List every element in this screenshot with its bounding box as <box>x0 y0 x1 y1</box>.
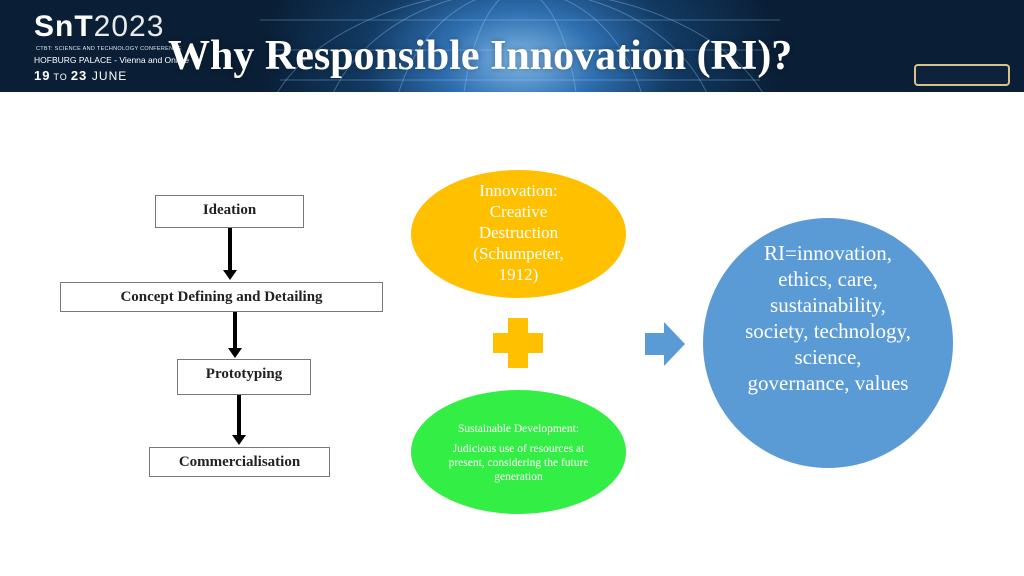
arrow-head-2-icon <box>228 348 242 358</box>
ri-definition-circle: RI=innovation, ethics, care, sustainabil… <box>703 218 953 468</box>
globe-grid-graphic <box>260 0 780 92</box>
right-arrow-head-icon <box>664 322 685 366</box>
logo-month: JUNE <box>91 69 128 83</box>
step-concept: Concept Defining and Detailing <box>60 282 383 312</box>
arrow-head-3-icon <box>232 435 246 445</box>
logo-date-end: 23 <box>70 68 88 83</box>
innovation-ellipse: Innovation: Creative Destruction (Schump… <box>411 170 626 298</box>
step-commercialisation: Commercialisation <box>149 447 330 477</box>
slide-title: Why Responsible Innovation (RI)? <box>168 33 793 79</box>
flow-arrow-2 <box>233 312 237 349</box>
innovation-text: Innovation: Creative Destruction (Schump… <box>473 181 564 284</box>
sustainable-body: Judicious use of resources at present, c… <box>448 443 589 483</box>
sustainable-development-ellipse: Sustainable Development: Judicious use o… <box>411 390 626 514</box>
logo-conference: CTBT: SCIENCE AND TECHNOLOGY CONFERENCE <box>36 46 182 52</box>
logo-brand: SnT2023 <box>34 10 164 44</box>
header-banner: SnT2023 CTBT: SCIENCE AND TECHNOLOGY CON… <box>0 0 1024 92</box>
ri-text: RI=innovation, ethics, care, sustainabil… <box>745 241 911 395</box>
logo-venue: HOFBURG PALACE - Vienna and Online <box>34 55 190 65</box>
flow-arrow-1 <box>228 228 232 270</box>
logo-date-start: 19 <box>34 68 51 83</box>
logo-brand-year: 2023 <box>93 10 165 43</box>
arrow-head-1-icon <box>223 270 237 280</box>
header-frame-button[interactable] <box>914 64 1010 86</box>
logo-date-to: TO <box>53 72 68 82</box>
right-arrow-icon <box>645 333 665 355</box>
conference-logo: SnT2023 CTBT: SCIENCE AND TECHNOLOGY CON… <box>34 10 189 84</box>
plus-icon-bar <box>493 333 543 353</box>
sustainable-heading: Sustainable Development: <box>457 423 580 435</box>
step-ideation: Ideation <box>155 195 304 228</box>
logo-brand-snt: SnT <box>34 10 94 43</box>
step-prototyping: Prototyping <box>177 359 311 395</box>
flow-arrow-3 <box>237 395 241 435</box>
